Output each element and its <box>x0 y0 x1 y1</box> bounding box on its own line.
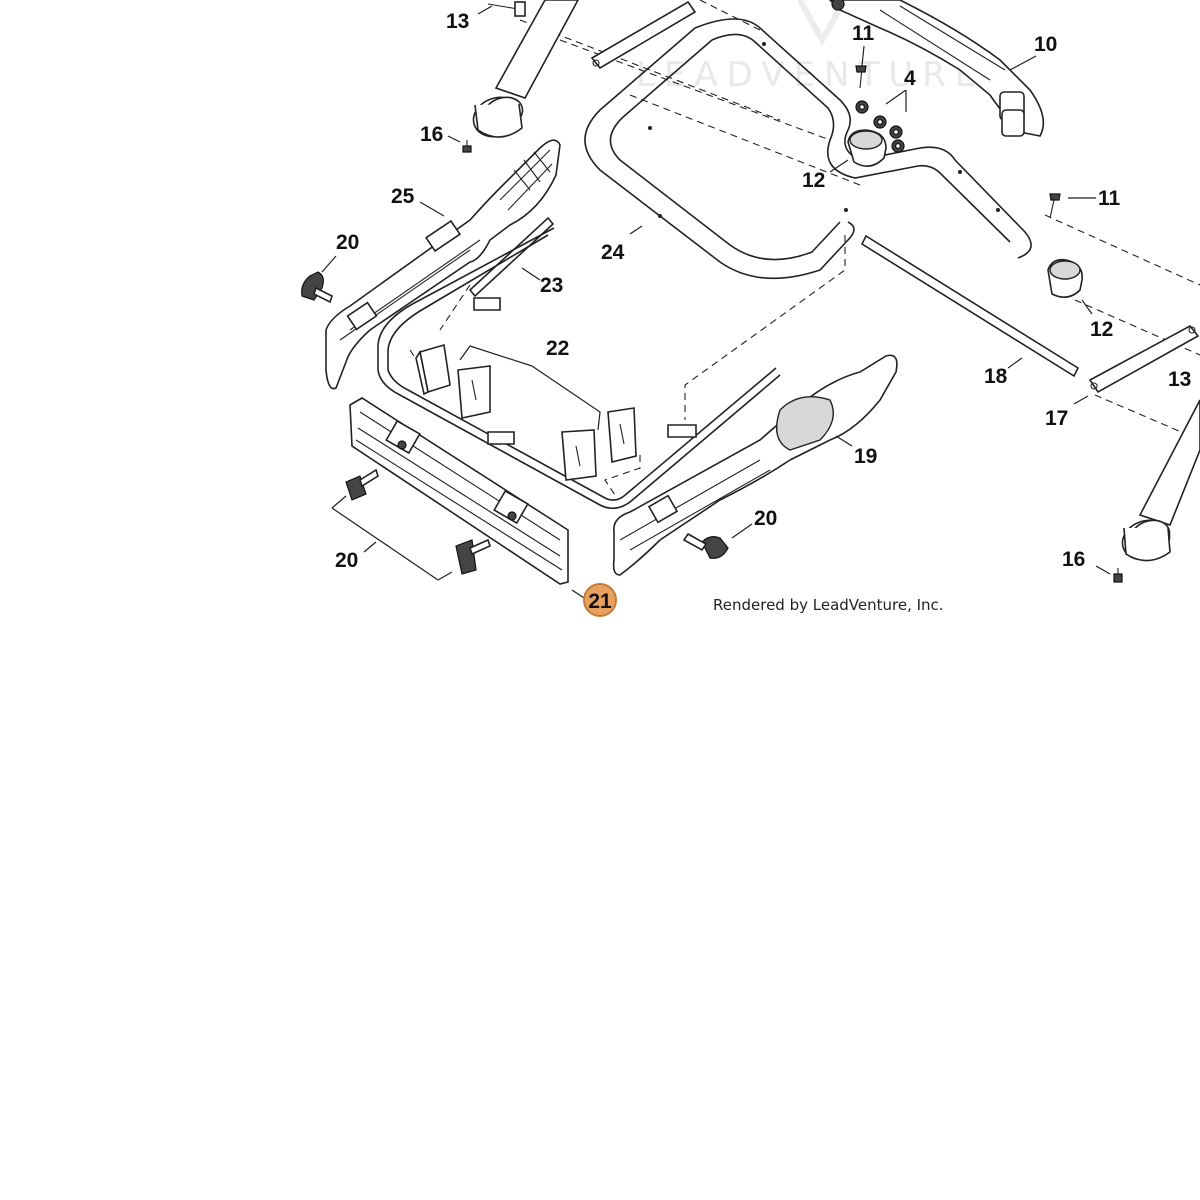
callout-25: 25 <box>391 185 415 208</box>
knob-12-right <box>1047 258 1083 298</box>
callout-12-top: 12 <box>802 169 825 192</box>
callout-13-right: 13 <box>1168 368 1191 391</box>
knob-12-top <box>847 129 887 167</box>
callout-20-right: 20 <box>754 507 777 530</box>
screw-11-top <box>855 65 867 89</box>
callout-11-right: 11 <box>1098 187 1121 210</box>
upper-handle-right <box>1121 399 1200 562</box>
callout-12-right: 12 <box>1090 318 1113 341</box>
rod-18 <box>860 234 1080 378</box>
callout-19: 19 <box>854 445 877 468</box>
lower-handle-frame <box>584 18 1032 280</box>
rear-plate-21 <box>349 397 569 585</box>
callout-24: 24 <box>601 241 625 264</box>
knob-20-lower-left-a <box>345 468 379 501</box>
screw-11-right <box>1049 193 1061 219</box>
callout-13-left: 13 <box>446 10 469 33</box>
callout-labels: 13 16 25 20 11 4 10 12 11 24 23 22 12 18… <box>335 10 1191 572</box>
callout-20-upper: 20 <box>336 231 359 254</box>
callout-18: 18 <box>984 365 1008 388</box>
callout-22: 22 <box>546 337 569 360</box>
side-rail-25 <box>325 139 561 390</box>
callout-23: 23 <box>540 274 563 297</box>
tie-bar-upper <box>590 0 697 70</box>
callout-16-right: 16 <box>1062 548 1085 571</box>
knob-20-upper-left <box>301 271 333 304</box>
knob-20-lower-left-b <box>455 538 491 575</box>
highlight-circle[interactable] <box>583 583 617 617</box>
callout-21[interactable]: 21 <box>588 590 612 613</box>
knob-20-lower-right <box>682 532 729 559</box>
tie-bar-17 <box>1088 324 1200 394</box>
side-rail-19 <box>612 354 898 576</box>
leader-lines <box>321 5 1111 599</box>
callout-17: 17 <box>1045 407 1068 430</box>
screw-16-left <box>462 140 472 153</box>
callout-4: 4 <box>904 67 916 90</box>
callout-20-lower: 20 <box>335 549 358 572</box>
screw-16-right <box>1113 568 1123 583</box>
callout-10: 10 <box>1034 33 1057 56</box>
callout-16-left: 16 <box>420 123 443 146</box>
bracket-10 <box>828 0 1045 137</box>
clips-22 <box>415 343 637 481</box>
callout-11-top: 11 <box>852 22 875 45</box>
callout-21-highlight[interactable]: 21 <box>583 583 617 617</box>
nuts-4 <box>855 100 905 153</box>
lower-frame-rear <box>377 227 781 510</box>
render-credit: Rendered by LeadVenture, Inc. <box>713 596 944 614</box>
upper-handle-left <box>472 0 579 138</box>
